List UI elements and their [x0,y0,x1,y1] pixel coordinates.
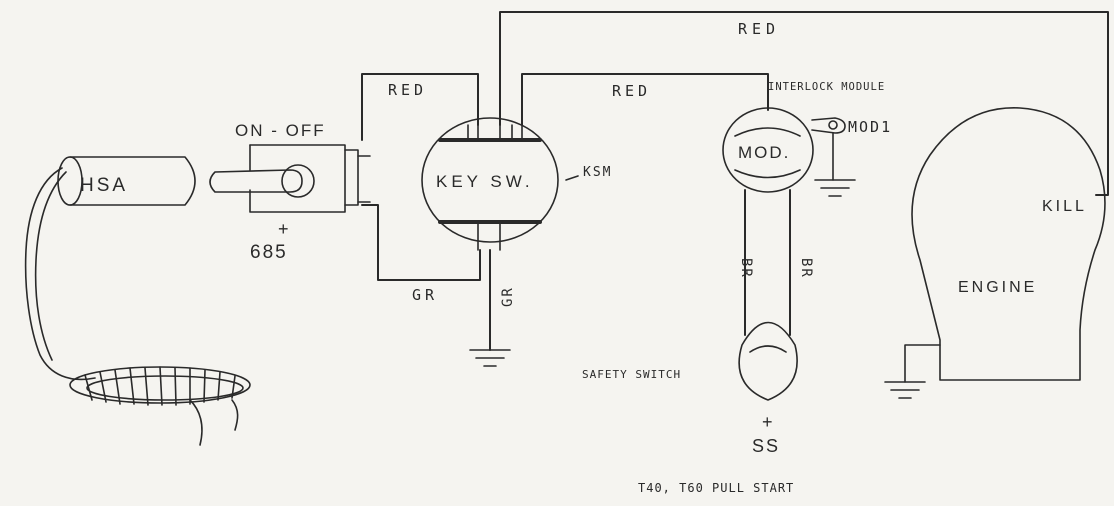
label-hsa: HSA [80,175,128,196]
label-red-left: RED [388,81,427,99]
label-mod1: MOD1 [848,118,892,136]
ground-symbol-engine [884,381,926,399]
ground-symbol-module [814,179,856,197]
key-switch: KEY SW. KSM [421,117,612,251]
label-kill: KILL [1042,198,1087,215]
lanyard-coil [69,366,251,446]
hsa-component: HSA [24,156,251,446]
label-gr-bottom: GR [412,286,438,304]
interlock-module: MOD. MOD1 [722,107,892,197]
label-gr-vertical: GR [500,286,516,307]
label-engine: ENGINE [958,279,1037,296]
label-safety-switch: SAFETY SWITCH [582,368,681,381]
hsa-lanyard [24,167,96,381]
label-red-top: RED [738,20,780,38]
red-wire-module [521,73,769,126]
safety-switch: SAFETY SWITCH + SS [582,321,798,456]
label-interlock-module: INTERLOCK MODULE [768,81,885,93]
ground-symbol-key [469,349,511,367]
label-mod: MOD. [738,143,790,162]
label-ksm: KSM [583,165,612,180]
label-ss: SS [752,436,780,456]
label-red-mid: RED [612,82,651,100]
label-key-sw: KEY SW. [436,172,534,191]
red-wire-switch [361,73,479,141]
on-off-switch: ON - OFF + 685 [209,121,371,263]
gr-wire-switch [361,204,481,281]
plus-685: + [278,219,289,239]
engine: ENGINE KILL [884,107,1106,399]
label-685: 685 [250,242,288,263]
diagram-caption: T40, T60 PULL START [638,481,794,495]
label-on-off: ON - OFF [235,121,326,140]
plus-ss: + [762,412,773,432]
label-br-left: BR [738,258,754,279]
label-br-right: BR [798,258,814,279]
